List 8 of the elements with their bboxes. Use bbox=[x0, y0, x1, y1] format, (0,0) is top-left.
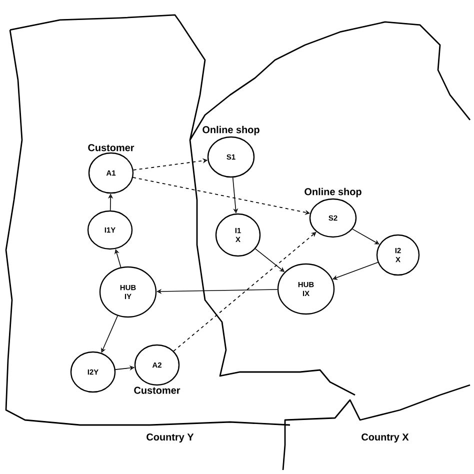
country-label: Country Y bbox=[146, 434, 194, 442]
arrow bbox=[114, 249, 122, 268]
caption-label: Online shop bbox=[304, 188, 362, 198]
caption-label: Customer bbox=[88, 144, 134, 152]
caption-label: Customer bbox=[134, 386, 180, 394]
caption-label: Online shop bbox=[202, 126, 260, 136]
arrow bbox=[352, 228, 380, 244]
country-label: Country X bbox=[362, 434, 409, 442]
